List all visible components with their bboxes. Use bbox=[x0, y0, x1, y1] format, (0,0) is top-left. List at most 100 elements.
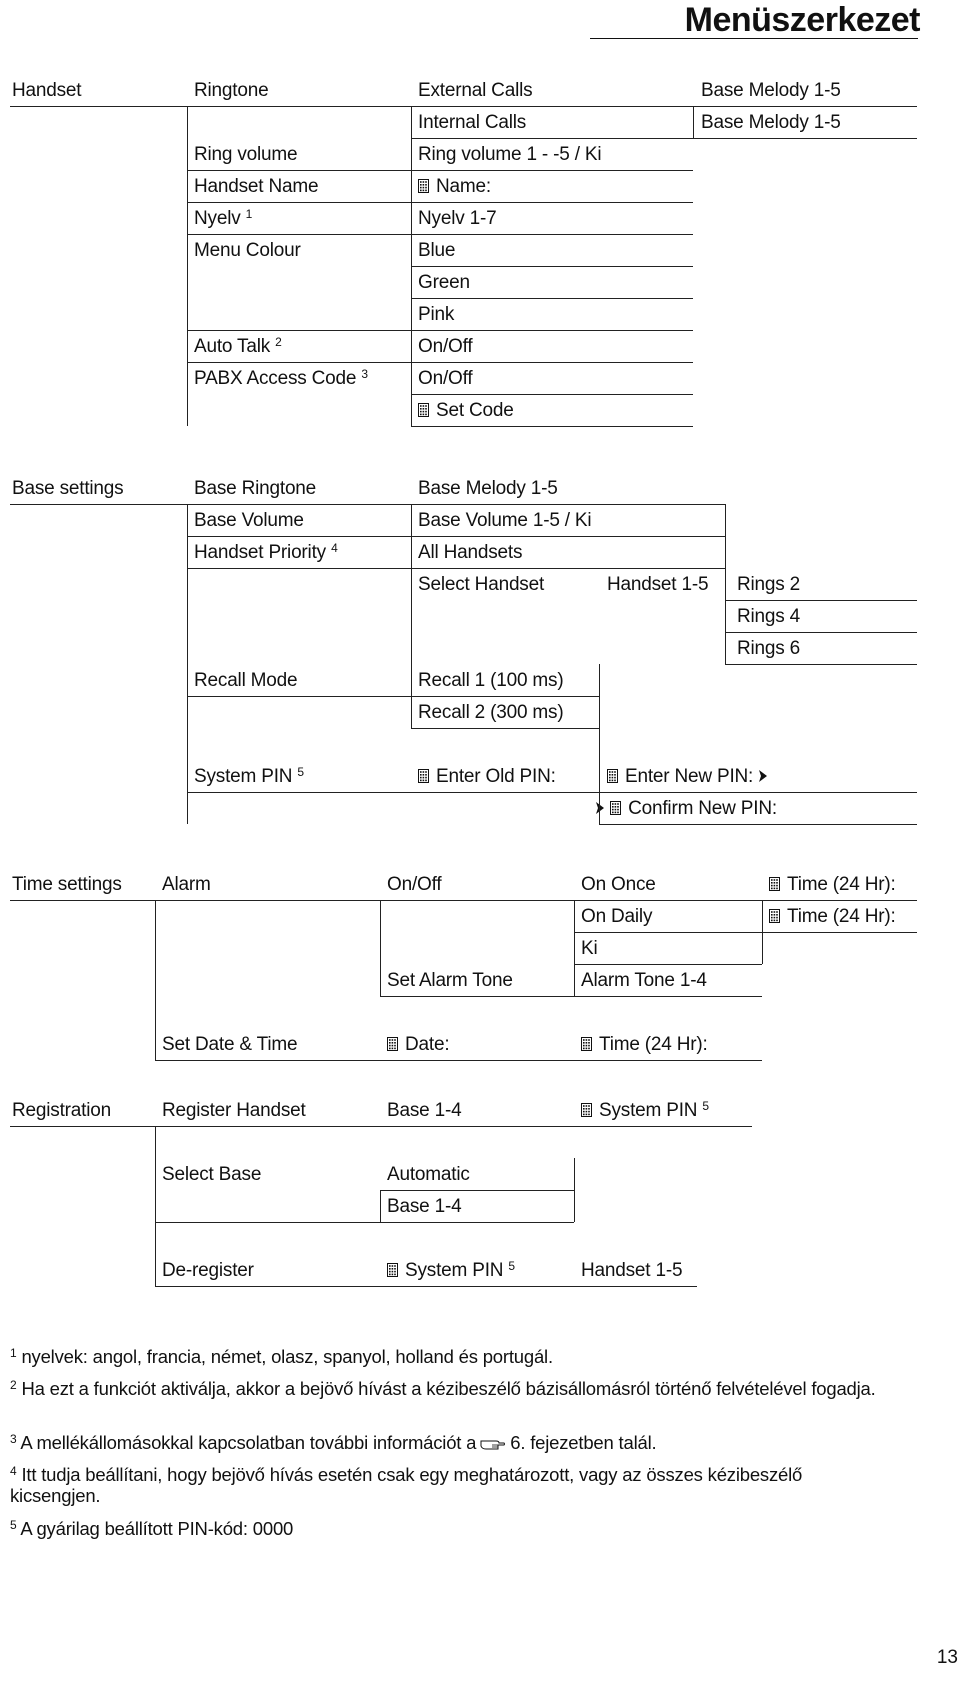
nyelv-rule bbox=[187, 234, 693, 235]
colour-pink: Pink bbox=[418, 304, 455, 325]
time-settings-label: Time settings bbox=[12, 874, 122, 895]
time-col3-divider bbox=[574, 900, 575, 996]
auto-talk-label: Auto Talk 2 bbox=[194, 334, 282, 357]
internal-calls-label: Internal Calls bbox=[418, 112, 527, 133]
pabx-value: On/Off bbox=[418, 368, 473, 389]
select-base: Select Base bbox=[162, 1164, 262, 1185]
deregister-rule bbox=[155, 1286, 697, 1287]
handset-label: Handset bbox=[12, 80, 82, 101]
set-date-time: Set Date & Time bbox=[162, 1034, 298, 1055]
on-once-rule bbox=[574, 932, 917, 933]
pointing-hand-icon bbox=[480, 1434, 506, 1450]
keypad-icon bbox=[581, 1035, 592, 1051]
internal-melody-value: Base Melody 1-5 bbox=[701, 112, 841, 133]
base-ringtone-value: Base Melody 1-5 bbox=[418, 478, 558, 499]
nyelv-label: Nyelv 1 bbox=[194, 206, 253, 229]
enter-new-pin: Enter New PIN: bbox=[607, 766, 768, 788]
rings-6-rule bbox=[725, 664, 917, 665]
ringtone-label: Ringtone bbox=[194, 80, 269, 101]
time-col4-divider bbox=[762, 900, 763, 964]
handset-top-rule bbox=[10, 106, 917, 107]
auto-talk-value: On/Off bbox=[418, 336, 473, 357]
keypad-icon bbox=[581, 1101, 592, 1117]
pin-divider bbox=[599, 664, 600, 824]
alarm-ki: Ki bbox=[581, 938, 598, 959]
colour-blue: Blue bbox=[418, 240, 456, 261]
select-base-rule bbox=[155, 1222, 574, 1223]
date-prompt: Date: bbox=[387, 1034, 450, 1056]
nyelv-value: Nyelv 1-7 bbox=[418, 208, 497, 229]
base-volume-rule bbox=[187, 536, 725, 537]
arrow-right-icon bbox=[758, 767, 768, 782]
all-handsets-rule bbox=[411, 568, 725, 569]
on-daily-rule bbox=[574, 964, 762, 965]
menu-colour-label: Menu Colour bbox=[194, 240, 301, 261]
footnote-4: 4 Itt tudja beállítani, hogy bejövő hívá… bbox=[10, 1463, 803, 1506]
handset-col3-divider bbox=[693, 106, 694, 138]
deregister: De-register bbox=[162, 1260, 254, 1281]
all-handsets: All Handsets bbox=[418, 542, 523, 563]
alarm-tone-value: Alarm Tone 1-4 bbox=[581, 970, 707, 991]
deregister-handset-range: Handset 1-5 bbox=[581, 1260, 683, 1281]
blue-rule bbox=[411, 266, 693, 267]
registration-top-rule bbox=[10, 1126, 752, 1127]
registration-col2-divider bbox=[380, 1190, 381, 1222]
recall-2-rule bbox=[411, 728, 599, 729]
registration-col1-divider bbox=[155, 1126, 156, 1286]
confirm-pin-rule bbox=[599, 824, 917, 825]
register-system-pin: System PIN 5 bbox=[581, 1100, 709, 1122]
time-daily: Time (24 Hr): bbox=[769, 906, 896, 928]
recall-2: Recall 2 (300 ms) bbox=[418, 702, 564, 723]
keypad-icon bbox=[418, 177, 429, 193]
rings-2: Rings 2 bbox=[737, 574, 801, 595]
base-settings-label: Base settings bbox=[12, 478, 124, 499]
recall-mode-label: Recall Mode bbox=[194, 670, 298, 691]
set-alarm-tone-rule bbox=[155, 1060, 762, 1061]
alarm-on-off: On/Off bbox=[387, 874, 442, 895]
system-pin-rule bbox=[187, 792, 917, 793]
enter-old-pin: Enter Old PIN: bbox=[418, 766, 556, 788]
page-title: Menüszerkezet bbox=[684, 1, 921, 39]
keypad-icon bbox=[769, 875, 780, 891]
select-base-range: Base 1-4 bbox=[387, 1196, 462, 1217]
deregister-system-pin: System PIN 5 bbox=[387, 1260, 515, 1282]
ring-volume-value: Ring volume 1 - -5 / Ki bbox=[418, 144, 602, 165]
footnote-1: 1 nyelvek: angol, francia, német, olasz,… bbox=[10, 1345, 553, 1367]
page-number: 13 bbox=[936, 1647, 958, 1668]
rings-4: Rings 4 bbox=[737, 606, 801, 627]
time-once: Time (24 Hr): bbox=[769, 874, 896, 896]
rings-6: Rings 6 bbox=[737, 638, 801, 659]
keypad-icon bbox=[610, 799, 622, 815]
handset-range: Handset 1-5 bbox=[607, 574, 709, 595]
time-col1-divider bbox=[155, 900, 156, 1060]
base-top-rule bbox=[10, 504, 725, 505]
footnote-2: 2 Ha ezt a funkciót aktiválja, akkor a b… bbox=[10, 1377, 876, 1399]
rings-4-rule bbox=[725, 632, 917, 633]
automatic-rule bbox=[380, 1190, 574, 1191]
set-code: Set Code bbox=[418, 400, 514, 422]
green-rule bbox=[411, 298, 693, 299]
confirm-new-pin: Confirm New PIN: bbox=[595, 798, 777, 820]
ring-volume-rule bbox=[187, 170, 693, 171]
external-melody-value: Base Melody 1-5 bbox=[701, 80, 841, 101]
recall-mode-rule bbox=[187, 696, 599, 697]
register-base-range: Base 1-4 bbox=[387, 1100, 462, 1121]
base-volume-value: Base Volume 1-5 / Ki bbox=[418, 510, 592, 531]
keypad-icon bbox=[387, 1261, 398, 1277]
footnote-5: 5 A gyárilag beállított PIN-kód: 0000 bbox=[10, 1517, 294, 1539]
set-alarm-tone: Set Alarm Tone bbox=[387, 970, 513, 991]
ki-rule bbox=[380, 996, 762, 997]
footnote-3: 3 A mellékállomásokkal kapcsolatban tová… bbox=[10, 1431, 657, 1453]
handset-name-label: Handset Name bbox=[194, 176, 319, 197]
registration-label: Registration bbox=[12, 1100, 111, 1121]
register-handset: Register Handset bbox=[162, 1100, 306, 1121]
on-daily: On Daily bbox=[581, 906, 653, 927]
base-ringtone-label: Base Ringtone bbox=[194, 478, 317, 499]
internal-calls-rule bbox=[411, 138, 917, 139]
on-once: On Once bbox=[581, 874, 656, 895]
handset-col1-divider bbox=[187, 106, 188, 426]
colour-green: Green bbox=[418, 272, 470, 293]
keypad-icon bbox=[387, 1035, 398, 1051]
system-pin-label: System PIN 5 bbox=[194, 764, 304, 787]
automatic: Automatic bbox=[387, 1164, 470, 1185]
